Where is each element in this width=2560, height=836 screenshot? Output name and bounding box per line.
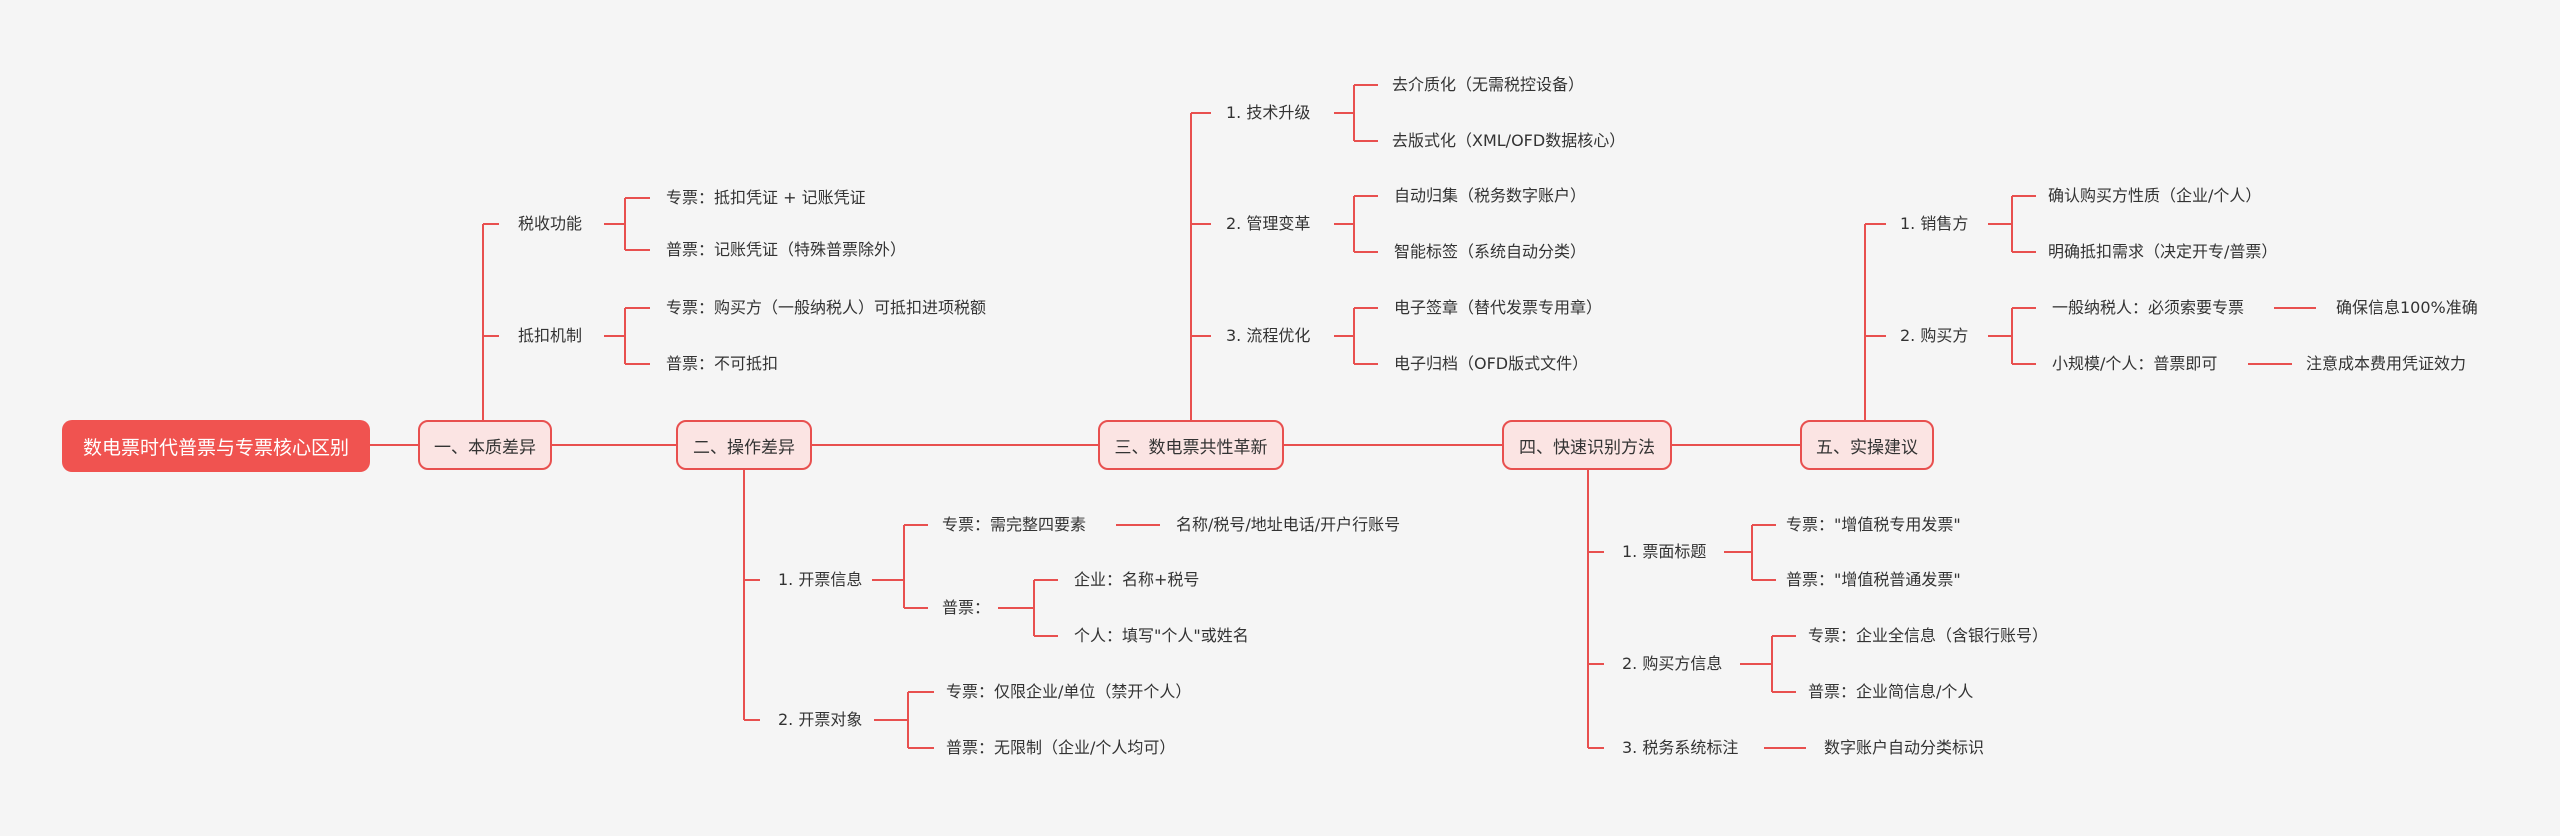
- node-flow-optimization-item1[interactable]: 电子签章（替代发票专用章）: [1394, 298, 1603, 317]
- node-buyer-general[interactable]: 一般纳税人：必须索要专票: [2052, 298, 2245, 317]
- node-invoice-info[interactable]: 1. 开票信息: [778, 570, 863, 589]
- branch-practical-advice[interactable]: 五、实操建议: [1800, 420, 1934, 470]
- node-tax-system-mark[interactable]: 3. 税务系统标注: [1622, 738, 1739, 757]
- b1-connector: [482, 223, 499, 428]
- node-flow-optimization[interactable]: 3. 流程优化: [1226, 326, 1311, 345]
- root-node[interactable]: 数电票时代普票与专票核心区别: [62, 420, 370, 472]
- node-buyer-info-ordinary[interactable]: 普票：企业简信息/个人: [1808, 682, 1974, 701]
- node-buyer-info-special[interactable]: 专票：企业全信息（含银行账号）: [1808, 626, 2049, 645]
- node-tech-upgrade-item2[interactable]: 去版式化（XML/OFD数据核心）: [1392, 131, 1626, 150]
- node-buyer-general-detail[interactable]: 确保信息100%准确: [2336, 298, 2478, 317]
- node-mgmt-change[interactable]: 2. 管理变革: [1226, 214, 1311, 233]
- node-tax-function-ordinary[interactable]: 普票：记账凭证（特殊普票除外）: [666, 240, 907, 259]
- node-seller-item2[interactable]: 明确抵扣需求（决定开专/普票）: [2048, 242, 2278, 261]
- b1-tax-connector: [604, 197, 650, 251]
- b3-flow-connector: [1334, 307, 1378, 365]
- node-deduction-special[interactable]: 专票：购买方（一般纳税人）可抵扣进项税额: [666, 298, 987, 317]
- node-buyer-small-detail[interactable]: 注意成本费用凭证效力: [2306, 354, 2467, 373]
- b2-target-connector: [874, 691, 934, 749]
- b4-title-connector: [1724, 524, 1776, 581]
- b2-info-ordinary-connector: [998, 579, 1058, 637]
- branch-common-innovation[interactable]: 三、数电票共性革新: [1098, 420, 1284, 470]
- node-tax-system-mark-detail[interactable]: 数字账户自动分类标识: [1824, 738, 1985, 757]
- branch-quick-identify[interactable]: 四、快速识别方法: [1502, 420, 1672, 470]
- node-tax-function-special[interactable]: 专票：抵扣凭证 + 记账凭证: [666, 188, 866, 207]
- node-invoice-info-special-detail[interactable]: 名称/税号/地址电话/开户行账号: [1176, 515, 1401, 534]
- node-deduction-ordinary[interactable]: 普票：不可抵扣: [666, 354, 779, 373]
- b3-mgmt-connector: [1334, 195, 1378, 253]
- b5-seller-connector: [1988, 195, 2036, 253]
- node-invoice-info-company[interactable]: 企业：名称+税号: [1074, 570, 1200, 589]
- node-mgmt-change-item1[interactable]: 自动归集（税务数字账户）: [1394, 186, 1587, 205]
- node-seller[interactable]: 1. 销售方: [1900, 214, 1969, 233]
- node-tech-upgrade[interactable]: 1. 技术升级: [1226, 103, 1311, 122]
- node-invoice-target[interactable]: 2. 开票对象: [778, 710, 863, 729]
- node-buyer-info[interactable]: 2. 购买方信息: [1622, 654, 1723, 673]
- node-seller-item1[interactable]: 确认购买方性质（企业/个人）: [2048, 186, 2262, 205]
- node-deduction[interactable]: 抵扣机制: [518, 326, 583, 345]
- node-buyer-small[interactable]: 小规模/个人：普票即可: [2052, 354, 2218, 373]
- b3-connector: [1190, 112, 1211, 428]
- b2-connector: [743, 462, 760, 721]
- b2-info-connector: [872, 524, 928, 609]
- b1-deduct-connector: [604, 307, 650, 365]
- node-mgmt-change-item2[interactable]: 智能标签（系统自动分类）: [1394, 242, 1587, 261]
- b3-tech-connector: [1334, 84, 1378, 142]
- node-invoice-info-person[interactable]: 个人：填写"个人"或姓名: [1074, 626, 1249, 645]
- node-invoice-info-special[interactable]: 专票：需完整四要素: [942, 515, 1087, 534]
- b5-buyer-connector: [1988, 307, 2036, 365]
- node-flow-optimization-item2[interactable]: 电子归档（OFD版式文件）: [1394, 354, 1589, 373]
- node-invoice-target-ordinary[interactable]: 普票：无限制（企业/个人均可）: [946, 738, 1176, 757]
- branch-essence[interactable]: 一、本质差异: [418, 420, 552, 470]
- node-tech-upgrade-item1[interactable]: 去介质化（无需税控设备）: [1392, 75, 1585, 94]
- b4-buyer-connector: [1740, 635, 1796, 693]
- node-tax-function[interactable]: 税收功能: [518, 214, 583, 233]
- node-invoice-info-ordinary[interactable]: 普票：: [942, 598, 991, 617]
- node-invoice-title[interactable]: 1. 票面标题: [1622, 542, 1707, 561]
- node-invoice-title-ordinary[interactable]: 普票："增值税普通发票": [1786, 570, 1961, 589]
- b4-connector: [1587, 462, 1604, 749]
- branch-operation[interactable]: 二、操作差异: [676, 420, 812, 470]
- b5-connector: [1864, 223, 1886, 428]
- node-invoice-title-special[interactable]: 专票："增值税专用发票": [1786, 515, 1961, 534]
- node-buyer[interactable]: 2. 购买方: [1900, 326, 1969, 345]
- node-invoice-target-special[interactable]: 专票：仅限企业/单位（禁开个人）: [946, 682, 1192, 701]
